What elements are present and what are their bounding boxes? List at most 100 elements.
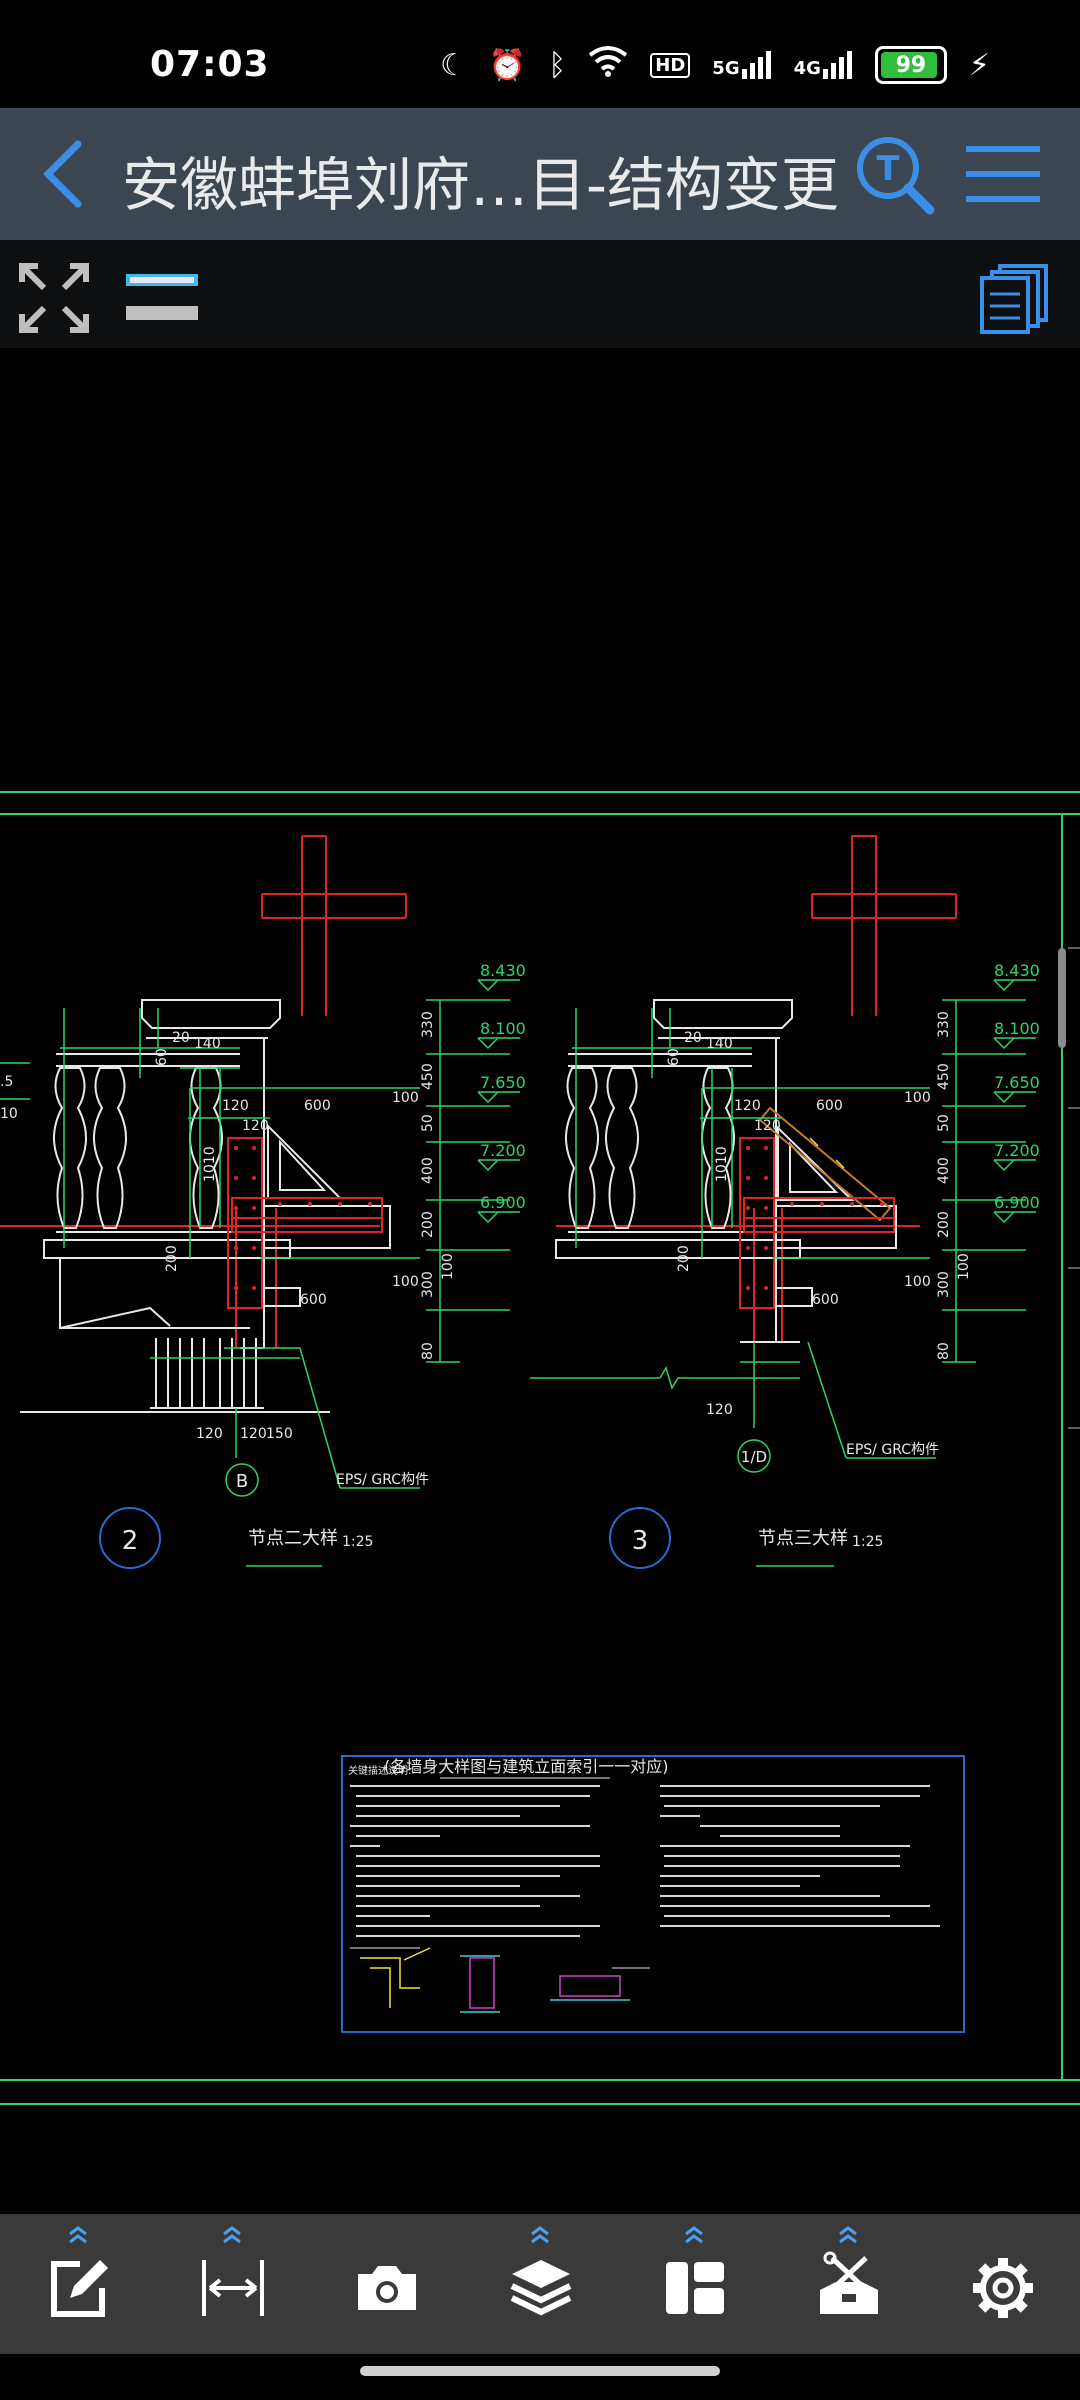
detail-3-drawing: 8.430 8.100 7.650 7.200 6.900 330 450 50…: [530, 835, 1040, 1569]
chevron-up-icon[interactable]: [528, 2224, 552, 2244]
home-gesture-handle[interactable]: [360, 2366, 720, 2376]
svg-text:1010: 1010: [202, 1146, 218, 1182]
svg-text:.5: .5: [0, 1074, 13, 1090]
svg-text:EPS/ GRC构件: EPS/ GRC构件: [846, 1442, 939, 1458]
status-time: 07:03: [150, 44, 270, 85]
svg-text:80: 80: [420, 1342, 436, 1360]
svg-text:20: 20: [684, 1030, 702, 1046]
back-button[interactable]: [30, 136, 100, 212]
cad-drawing[interactable]: 8.430 8.100 7.650 7.200 6.900 330 450 50…: [0, 348, 1080, 2214]
scroll-thumb[interactable]: [1058, 948, 1066, 1048]
svg-text:100: 100: [904, 1090, 931, 1106]
svg-text:120: 120: [734, 1098, 761, 1114]
tools-tool-button[interactable]: [788, 2214, 908, 2354]
svg-text:120: 120: [240, 1426, 267, 1442]
measure-icon: [202, 2260, 264, 2316]
layers-tool-button[interactable]: [480, 2214, 600, 2354]
svg-text:120: 120: [222, 1098, 249, 1114]
svg-text:50: 50: [420, 1114, 436, 1132]
layouts-button[interactable]: [978, 262, 1050, 334]
svg-text:1/D: 1/D: [741, 1448, 767, 1466]
svg-text:8.430: 8.430: [480, 961, 526, 980]
measure-tool-button[interactable]: [172, 2214, 292, 2354]
chevron-up-icon[interactable]: [66, 2224, 90, 2244]
svg-text:7.650: 7.650: [480, 1073, 526, 1092]
wifi-icon: [588, 45, 628, 85]
text-search-button[interactable]: T: [850, 130, 940, 220]
layers-icon: [510, 2260, 572, 2316]
svg-text:60: 60: [154, 1048, 170, 1066]
svg-text:300: 300: [420, 1271, 436, 1298]
menu-button[interactable]: [964, 142, 1042, 206]
signal-4g-icon: 4G: [794, 51, 853, 79]
svg-text:300: 300: [936, 1271, 952, 1298]
svg-text:7.200: 7.200: [480, 1141, 526, 1160]
settings-tool-button[interactable]: [942, 2214, 1062, 2354]
chevron-up-icon[interactable]: [836, 2224, 860, 2244]
svg-text:450: 450: [420, 1063, 436, 1090]
chevron-up-icon[interactable]: [220, 2224, 244, 2244]
svg-text:200: 200: [420, 1211, 436, 1238]
status-icons: ☾ ⏰ ᛒ HD 5G 4G 99 ⚡: [440, 40, 990, 90]
svg-text:6.900: 6.900: [480, 1193, 526, 1212]
svg-text:140: 140: [706, 1036, 733, 1052]
svg-text:60: 60: [666, 1048, 682, 1066]
hd-icon: HD: [650, 52, 691, 78]
svg-text:T: T: [876, 149, 900, 189]
svg-text:7.200: 7.200: [994, 1141, 1040, 1160]
edit-tool-button[interactable]: [18, 2214, 138, 2354]
gear-icon: [973, 2258, 1033, 2318]
svg-text:450: 450: [936, 1063, 952, 1090]
text-search-icon: T: [857, 137, 935, 215]
svg-text:1:25: 1:25: [852, 1534, 883, 1550]
expand-icon: [19, 263, 89, 333]
svg-text:140: 140: [194, 1036, 221, 1052]
svg-text:10: 10: [0, 1106, 18, 1122]
battery-icon: 99: [874, 46, 947, 84]
svg-text:节点二大样: 节点二大样: [248, 1528, 338, 1549]
chevron-left-icon: [43, 140, 82, 208]
svg-text:2: 2: [122, 1526, 139, 1556]
line-weight-icon: [126, 274, 198, 320]
edit-icon: [51, 2260, 108, 2317]
chevron-up-icon[interactable]: [682, 2224, 706, 2244]
camera-tool-button[interactable]: [326, 2214, 446, 2354]
line-weight-toggle[interactable]: [124, 268, 200, 328]
svg-text:(各墙身大样图与建筑立面索引一一对应): (各墙身大样图与建筑立面索引一一对应): [384, 1757, 669, 1776]
svg-text:8.100: 8.100: [480, 1019, 526, 1038]
toolbox-icon: [820, 2251, 878, 2314]
document-title: 安徽蚌埠刘府…目-结构变更: [122, 151, 839, 219]
layout-icon: [666, 2262, 724, 2314]
signal-5g-icon: 5G: [712, 51, 771, 79]
status-bar: 07:03 ☾ ⏰ ᛒ HD 5G 4G 99 ⚡: [0, 0, 1080, 108]
svg-text:100: 100: [392, 1274, 419, 1290]
svg-text:EPS/ GRC构件: EPS/ GRC构件: [336, 1472, 429, 1488]
svg-text:600: 600: [812, 1292, 839, 1308]
title-bar: 安徽蚌埠刘府…目-结构变更 T: [0, 108, 1080, 240]
svg-text:400: 400: [936, 1157, 952, 1184]
svg-text:50: 50: [936, 1114, 952, 1132]
svg-text:600: 600: [816, 1098, 843, 1114]
layout-tool-button[interactable]: [634, 2214, 754, 2354]
bluetooth-icon: ᛒ: [548, 47, 567, 83]
svg-text:120: 120: [754, 1118, 781, 1134]
view-toolbar: [0, 240, 1080, 348]
svg-text:1:25: 1:25: [342, 1534, 373, 1550]
drawing-canvas[interactable]: 8.430 8.100 7.650 7.200 6.900 330 450 50…: [0, 348, 1080, 2214]
svg-text:100: 100: [392, 1090, 419, 1106]
svg-text:120: 120: [196, 1426, 223, 1442]
svg-text:330: 330: [936, 1011, 952, 1038]
svg-text:100: 100: [904, 1274, 931, 1290]
svg-text:200: 200: [936, 1211, 952, 1238]
svg-text:120: 120: [706, 1402, 733, 1418]
design-notes-block: 关键描述说明: (各墙身大样图与建筑立面索引一一对应): [341, 1755, 965, 2033]
bottom-toolbar: [0, 2214, 1080, 2354]
svg-text:330: 330: [420, 1011, 436, 1038]
alarm-icon: ⏰: [488, 47, 527, 83]
svg-text:6.900: 6.900: [994, 1193, 1040, 1212]
pages-icon: [980, 264, 1048, 334]
svg-text:100: 100: [956, 1253, 972, 1280]
svg-text:8.430: 8.430: [994, 961, 1040, 980]
svg-text:200: 200: [676, 1245, 692, 1272]
fullscreen-button[interactable]: [18, 262, 90, 334]
